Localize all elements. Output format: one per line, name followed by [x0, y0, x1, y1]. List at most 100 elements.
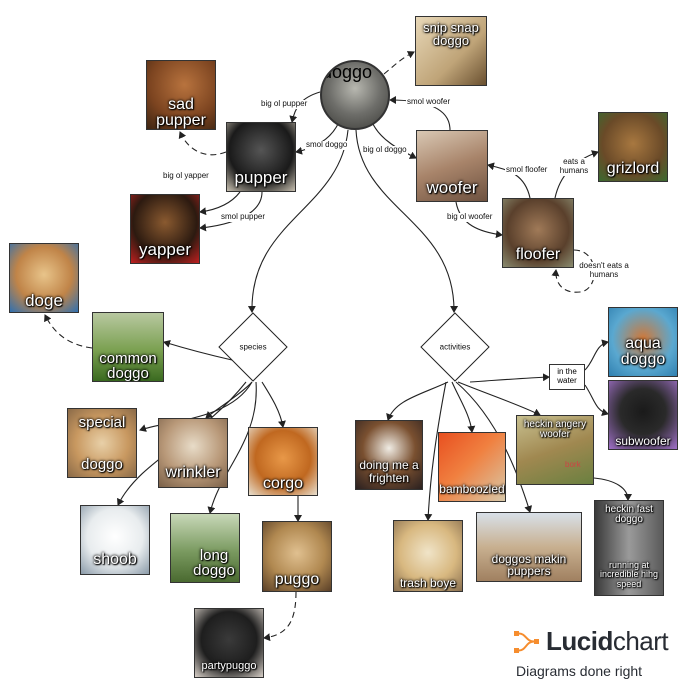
node-pupper-label: pupper [234, 168, 288, 187]
node-long-doggo: long doggo [170, 513, 240, 583]
node-doggos-makin-puppers: doggos makin puppers [476, 512, 582, 582]
brand-name-regular: chart [612, 626, 669, 656]
node-trash-boye: trash boye [393, 520, 463, 592]
edge-label-big-ol-woofer: big ol woofer [446, 212, 494, 222]
node-shoob: shoob [80, 505, 150, 575]
node-subwoofer: subwoofer [608, 380, 678, 450]
decision-species: species [218, 312, 288, 382]
edge-label-eats-a-humans: eats a humans [556, 157, 592, 176]
node-wrinkler-label: wrinkler [165, 464, 221, 481]
brand-name-bold: Lucid [546, 626, 613, 656]
node-woofer-label: woofer [426, 178, 478, 197]
node-puggo-label: puggo [274, 571, 320, 588]
node-corgo: corgo [248, 427, 318, 496]
edge-species-common [163, 339, 233, 361]
node-partypuggo: partypuggo [194, 608, 264, 678]
edge-doggo-activities [355, 129, 459, 313]
edge-doggo-woofer [371, 121, 417, 159]
node-trash-boye-label: trash boye [399, 576, 457, 590]
diamond-shape [218, 312, 288, 382]
edge-doggo-species [247, 129, 349, 313]
edge-water-sub [584, 384, 609, 417]
node-floofer-label: floofer [515, 246, 561, 263]
brand-logo-row: Lucidchart [512, 626, 692, 657]
node-aqua-doggo: aqua doggo [608, 307, 678, 377]
edge-label-smol-woofer: smol woofer [406, 97, 452, 107]
edge-woofer-floofer [455, 201, 503, 239]
node-sad-pupper-label: sad pupper [156, 96, 206, 129]
node-subwoofer-label: subwoofer [615, 434, 671, 448]
edge-doggo-snipsnap [383, 51, 415, 75]
node-doge: doge [9, 243, 79, 313]
edge-species-long [207, 381, 257, 514]
node-common-doggo-label: common doggo [99, 350, 157, 382]
decision-activities: activities [420, 312, 490, 382]
edge-species-corgo [261, 381, 286, 428]
edge-pupper-yapper [199, 191, 241, 216]
edge-label-big-ol-yapper: big ol yapper [162, 171, 210, 181]
decision-activities-label: activities [439, 342, 471, 352]
edge-label-smol-pupper: smol pupper [220, 212, 267, 222]
edge-act-bamboozled [451, 381, 476, 433]
edge-label-doesnt-eat: doesn't eats a humans [577, 261, 631, 280]
node-bamboozled: bamboozled [438, 432, 506, 502]
node-angery-label: heckin angery woofer [523, 419, 587, 440]
node-special-label-2: doggo [81, 456, 123, 473]
edge-common-doge [44, 314, 93, 349]
edge-species-wrinkler [205, 381, 253, 419]
node-doing-me-a-frighten: doing me a frighten [355, 420, 423, 490]
node-fast-doggo-label: heckin fast doggo [605, 504, 653, 525]
brand-tagline: Diagrams done right [516, 663, 643, 679]
node-heckin-angery-woofer: heckin angery woofer bork [516, 415, 594, 485]
node-floofer: floofer [502, 198, 574, 268]
node-common-doggo: common doggo [92, 312, 164, 382]
node-grizlord: grizlord [598, 112, 668, 182]
node-special-doggo: special doggo [67, 408, 137, 478]
node-woofer: woofer [416, 130, 488, 202]
edge-angery-fast [593, 477, 632, 501]
edge-label-big-ol-pupper: big ol pupper [260, 99, 309, 109]
edge-pupper-sadpupper [178, 131, 227, 156]
lucidchart-logo-icon [514, 630, 539, 653]
edge-species-special [139, 381, 253, 432]
edge-act-frighten [386, 381, 449, 421]
node-doge-label: doge [25, 291, 63, 310]
edge-label-big-ol-doggo: big ol doggo [362, 145, 408, 155]
node-bork-label: bork [565, 460, 581, 469]
node-heckin-fast-doggo: heckin fast doggo running at incredible … [594, 500, 664, 596]
node-yapper: yapper [130, 194, 200, 264]
node-bamboozled-label: bamboozled [439, 482, 505, 496]
node-yapper-label: yapper [139, 240, 191, 259]
node-puggo: puggo [262, 521, 332, 592]
edge-label-smol-doggo: smol doggo [305, 140, 349, 150]
node-snip-snap-label: snip snap doggo [423, 20, 479, 48]
node-pupper: pupper [226, 122, 296, 192]
node-snip-snap-doggo: snip snap doggo [415, 16, 487, 86]
edge-label-smol-floofer: smol floofer [505, 165, 549, 175]
node-aqua-doggo-label: aqua doggo [620, 335, 666, 368]
edge-act-angery [457, 381, 541, 416]
edge-act-trash [424, 381, 447, 521]
node-makin-label: doggos makin puppers [491, 552, 567, 578]
edge-woofer-doggo [389, 96, 451, 131]
node-shoob-label: shoob [93, 551, 137, 568]
node-special-label-1: special [78, 414, 126, 431]
edge-floofer-self [551, 249, 595, 293]
brand-name: Lucidchart [546, 626, 669, 657]
node-wrinkler: wrinkler [158, 418, 228, 488]
edge-water-aqua [584, 339, 609, 371]
decision-species-label: species [239, 342, 267, 352]
edge-puggo-party [263, 591, 297, 642]
node-partypuggo-label: partypuggo [201, 660, 257, 672]
node-long-doggo-label: long doggo [193, 547, 235, 579]
node-frighten-label: doing me a frighten [359, 458, 419, 486]
lucidchart-brand: Lucidchart Diagrams done right [512, 626, 692, 686]
node-corgo-label: corgo [262, 475, 304, 492]
diamond-shape [420, 312, 490, 382]
node-grizlord-label: grizlord [606, 160, 660, 177]
edge-act-water [469, 373, 550, 383]
node-running-speed-label: running at incredible hihg speed [599, 560, 659, 589]
decision-in-the-water: in the water [549, 364, 585, 390]
node-sad-pupper: sad pupper [146, 60, 216, 130]
